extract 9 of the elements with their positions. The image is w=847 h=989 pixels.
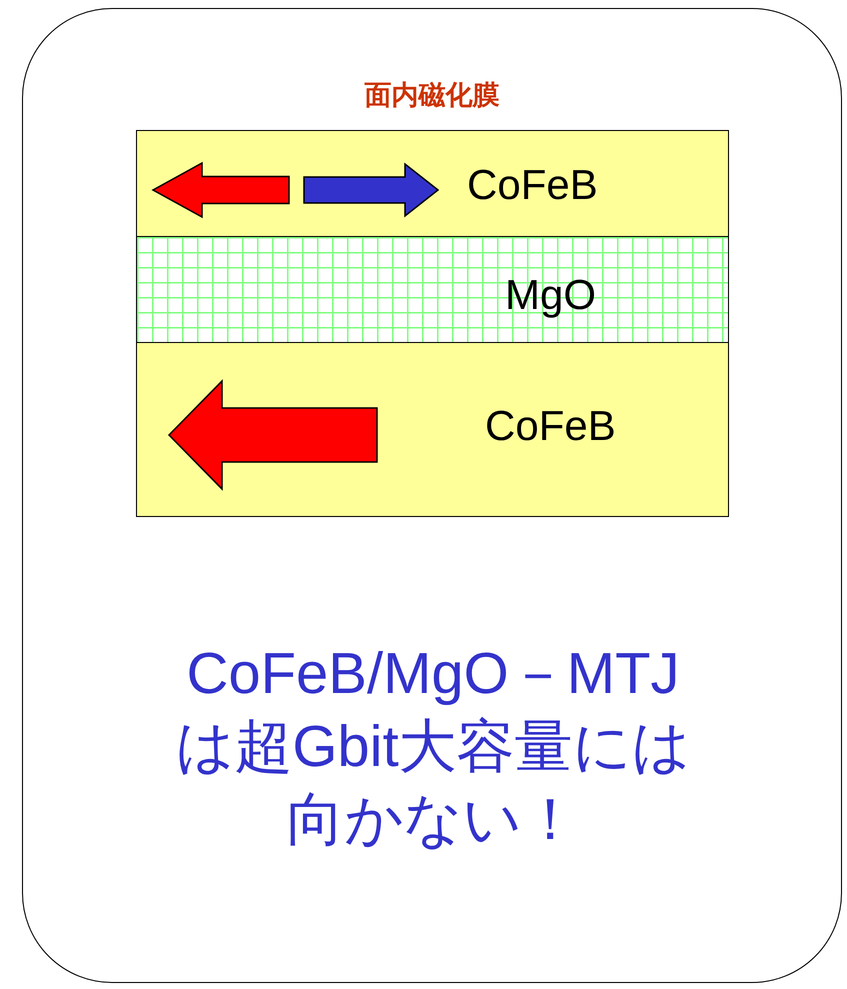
note-text: CoFeB/MgO－MTJは超Gbit大容量には向かない！ [174,640,692,854]
panel-frame [22,8,842,983]
magnetic-layer [136,342,729,517]
magnetic-layer [136,130,729,237]
heading: 面内磁化膜 [364,79,500,112]
layer-label: MgO [505,271,596,319]
layer-label: CoFeB [467,161,598,209]
layer-label: CoFeB [485,402,616,450]
barrier-layer [136,236,729,343]
